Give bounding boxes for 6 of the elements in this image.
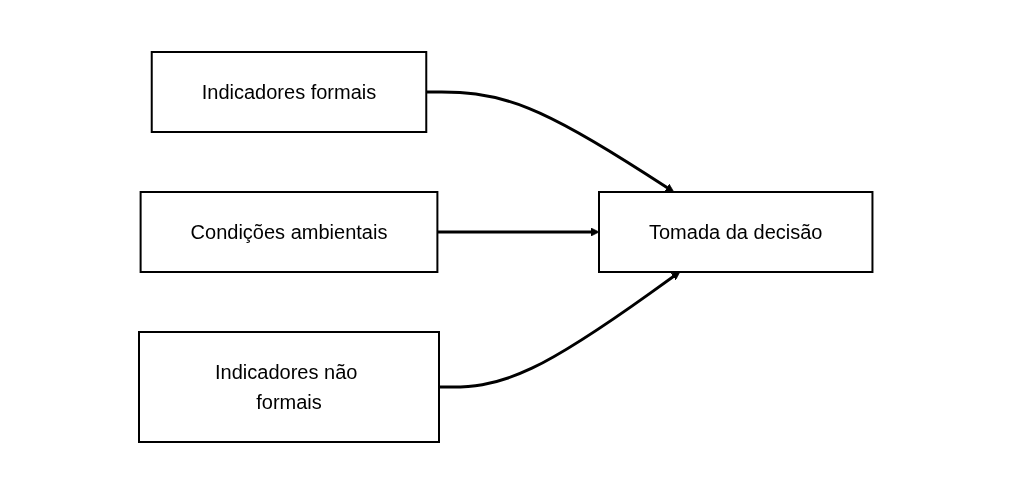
arrow (438, 271, 680, 389)
node-box: Tomada da decisão (597, 191, 874, 273)
arrow (426, 90, 674, 193)
node-box: Indicadores não formais (137, 331, 440, 443)
node-box: Condições ambientais (139, 191, 439, 273)
node-box: Indicadores formais (150, 51, 428, 133)
